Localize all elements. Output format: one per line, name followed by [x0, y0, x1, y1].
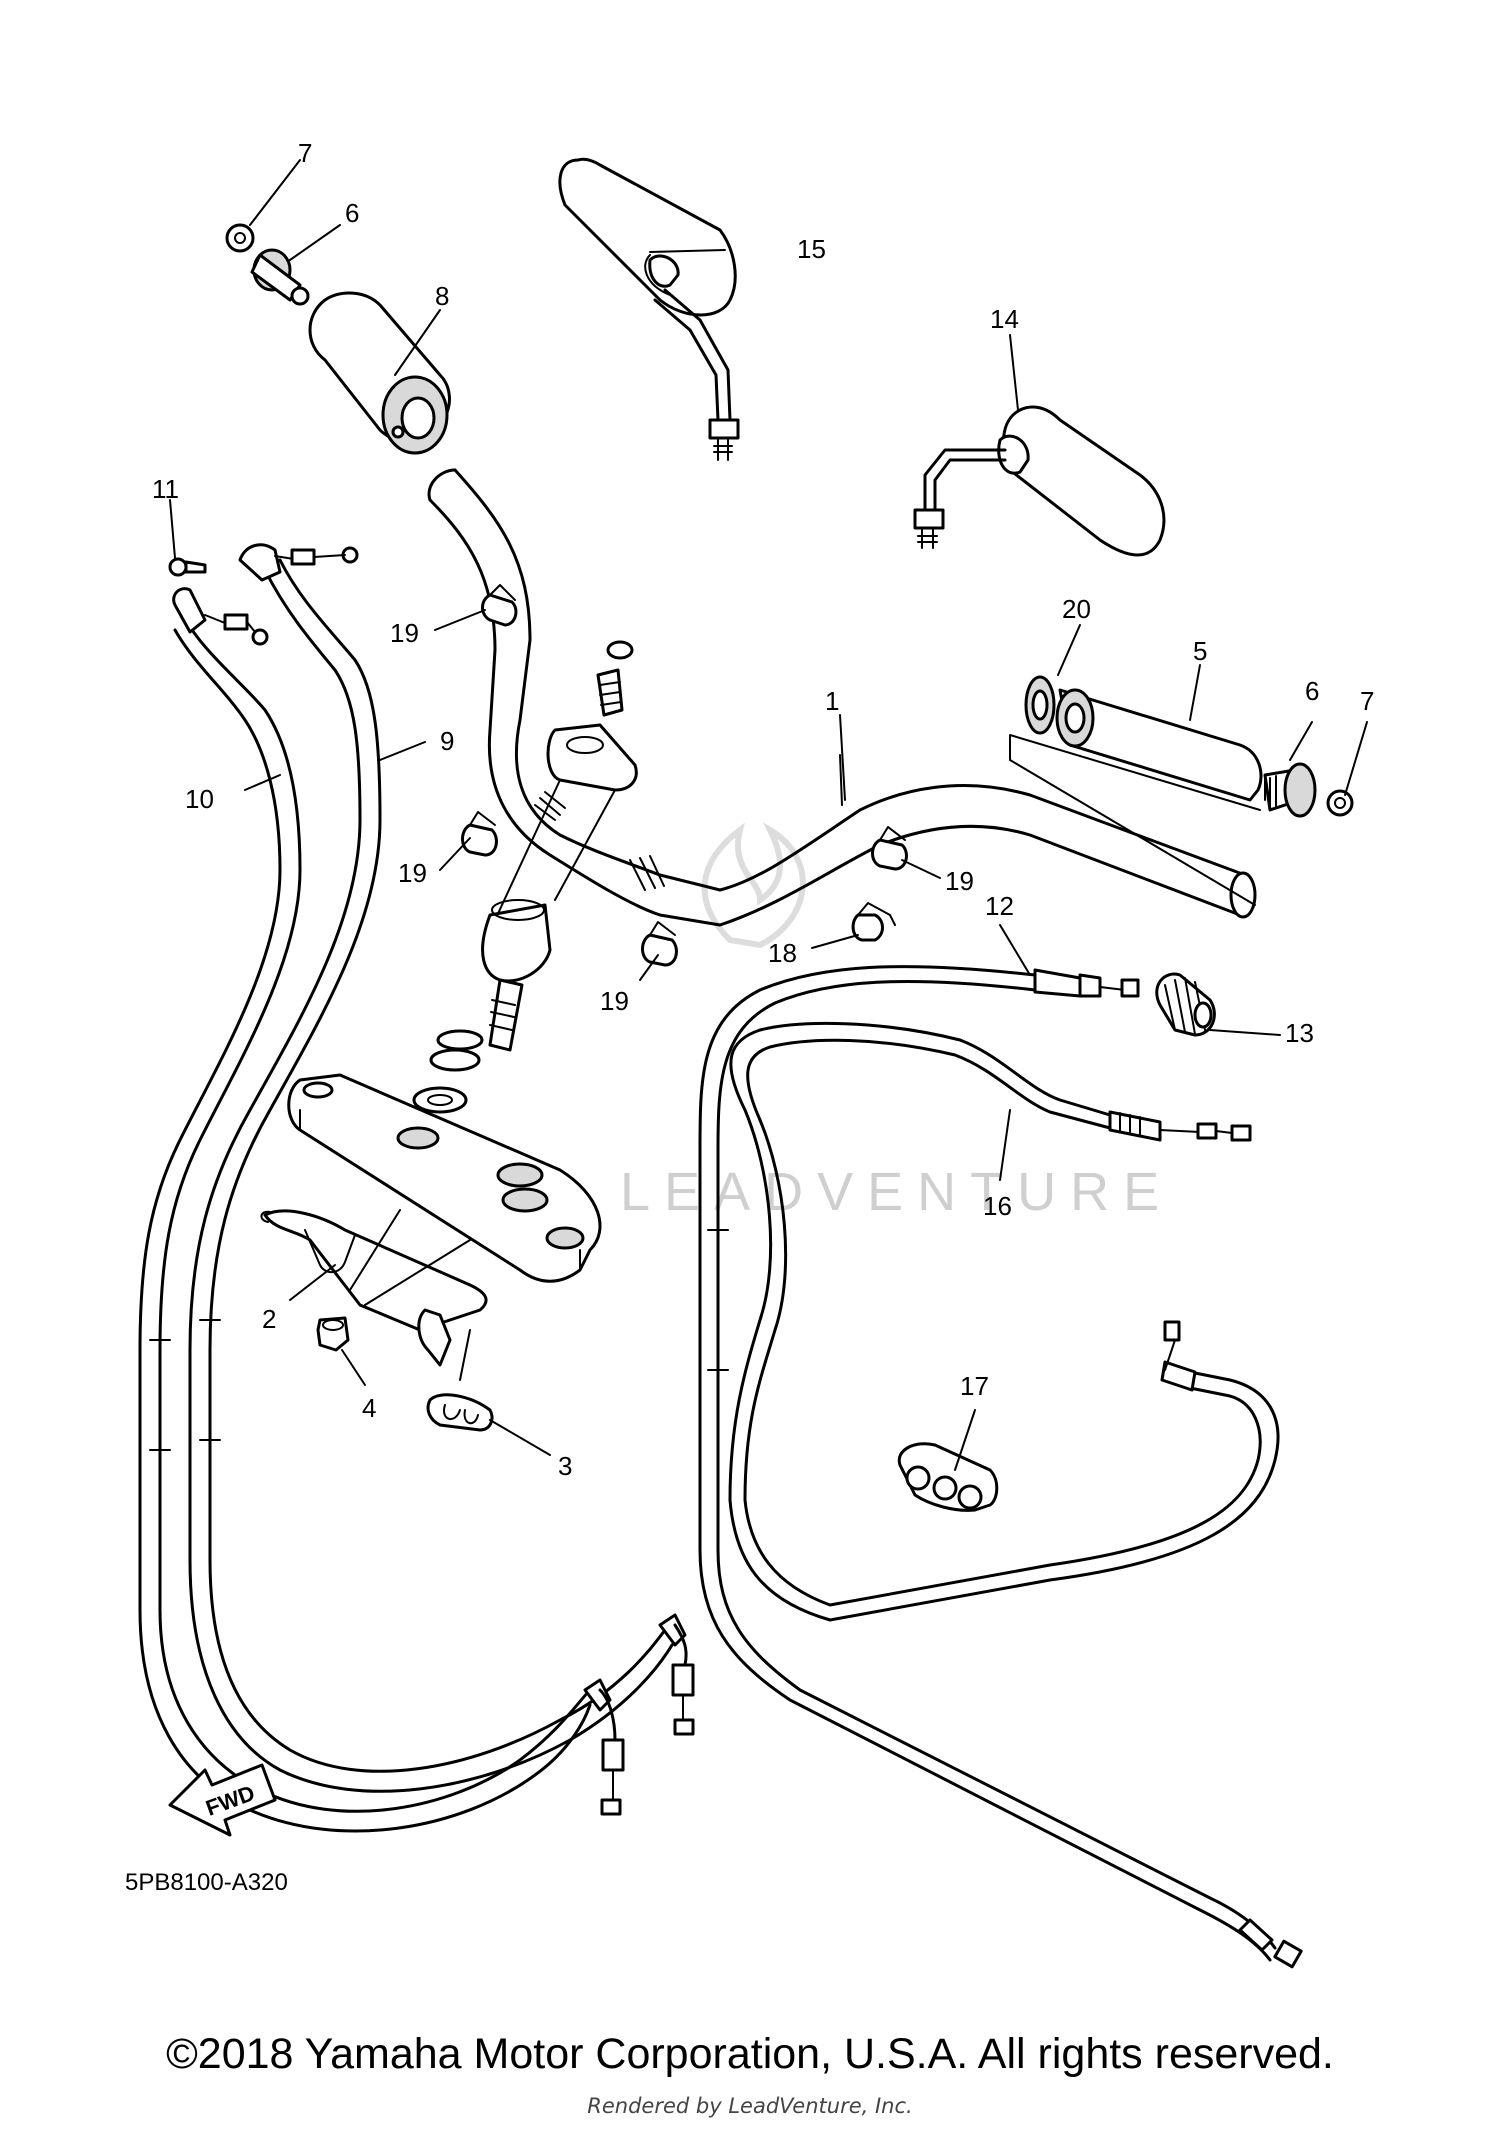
- knurl-right: [629, 855, 665, 891]
- callout-20: 20: [1062, 594, 1091, 624]
- callout-4: 4: [362, 1393, 376, 1423]
- callout-5: 5: [1193, 636, 1207, 666]
- diagram-code: 5PB8100-A320: [125, 1869, 288, 1896]
- callout-6-left: 6: [345, 198, 359, 228]
- mirror-right: [913, 405, 1166, 557]
- callout-3: 3: [558, 1451, 572, 1481]
- knurl-left: [534, 791, 566, 821]
- callout-6-right: 6: [1305, 676, 1319, 706]
- callout-2: 2: [262, 1304, 276, 1334]
- clutch-cable: [698, 965, 1303, 1969]
- callout-9: 9: [440, 726, 454, 756]
- callout-18: 18: [768, 938, 797, 968]
- throttle-cables: [138, 543, 695, 1833]
- riser: [481, 899, 552, 1052]
- callout-17: 17: [960, 1371, 989, 1401]
- bar-end-cap-left: [225, 223, 255, 253]
- callout-13: 13: [1285, 1018, 1314, 1048]
- cable-clamp-3: [641, 921, 678, 967]
- cable-16: [728, 1021, 1280, 1622]
- riser-clamp: [494, 723, 638, 921]
- cable-guide-plate: [260, 1209, 488, 1367]
- leader-lines: [169, 159, 1368, 1471]
- riser-washers: [412, 1029, 484, 1114]
- bar-end-right: [1263, 762, 1317, 818]
- spacer: [1024, 675, 1056, 735]
- fwd-arrow: FWD: [168, 1763, 277, 1837]
- bar-end-left: [250, 248, 310, 306]
- callout-labels: 7 6 8 15 14 11 19 20 5 6 7 1 9 10 19 19 …: [152, 138, 1374, 1481]
- mirror-left: [558, 157, 740, 461]
- right-grip: [1055, 688, 1263, 802]
- riser-bolt: [596, 640, 634, 717]
- bar-end-cap-right: [1326, 789, 1354, 817]
- callout-7-left: 7: [298, 138, 312, 168]
- watermark-text: LEADVENTURE: [620, 1162, 1173, 1222]
- callout-12: 12: [985, 891, 1014, 921]
- copyright-notice: ©2018 Yamaha Motor Corporation, U.S.A. A…: [166, 2030, 1334, 2078]
- cable-clamp-2: [461, 811, 498, 857]
- callout-19-d: 19: [600, 986, 629, 1016]
- callout-10: 10: [185, 784, 214, 814]
- callout-7-right: 7: [1360, 686, 1374, 716]
- watermark: LEADVENTURE: [620, 822, 1173, 1222]
- cable-holder: [426, 1393, 494, 1432]
- callout-8: 8: [435, 281, 449, 311]
- rendered-by-note: Rendered by LeadVenture, Inc.: [587, 2094, 913, 2118]
- callout-15: 15: [797, 234, 826, 264]
- upper-bracket: [287, 1073, 602, 1283]
- callout-11: 11: [152, 474, 179, 504]
- callout-16: 16: [983, 1191, 1012, 1221]
- callout-14: 14: [990, 304, 1019, 334]
- callout-19-b: 19: [398, 858, 427, 888]
- cable-clamp-1: [481, 584, 518, 627]
- clutch-adjuster: [1155, 972, 1216, 1037]
- callout-1: 1: [825, 686, 839, 716]
- cable-guide-nut: [316, 1316, 350, 1352]
- cable-clamp-18: [851, 902, 896, 942]
- callout-19-a: 19: [390, 618, 419, 648]
- callout-19-c: 19: [945, 866, 974, 896]
- left-grip: [308, 291, 451, 455]
- cable-clamp-4: [871, 826, 908, 871]
- screw: [168, 557, 207, 577]
- cable-holder-17: [897, 1442, 999, 1512]
